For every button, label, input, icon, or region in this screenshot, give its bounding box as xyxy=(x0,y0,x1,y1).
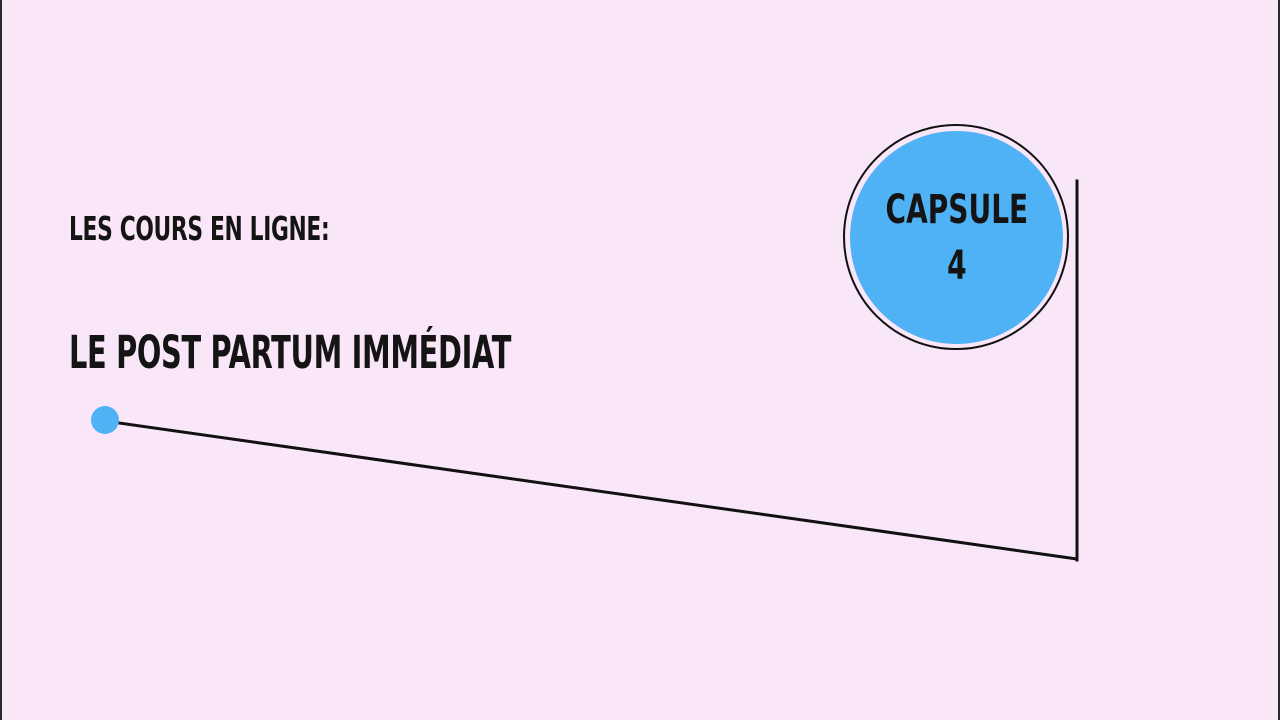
diagonal-connector-line xyxy=(103,419,1079,561)
badge-number: 4 xyxy=(946,242,967,289)
start-dot xyxy=(91,406,119,434)
right-border xyxy=(1278,0,1280,720)
left-border xyxy=(0,0,2,720)
badge-outline-ring xyxy=(843,124,1069,350)
badge-label: CAPSULE xyxy=(885,186,1028,233)
capsule-badge: CAPSULE 4 xyxy=(850,131,1063,344)
slide-title: LE POST PARTUM IMMÉDIAT xyxy=(69,326,512,379)
course-series-label: LES COURS EN LIGNE: xyxy=(69,209,330,248)
